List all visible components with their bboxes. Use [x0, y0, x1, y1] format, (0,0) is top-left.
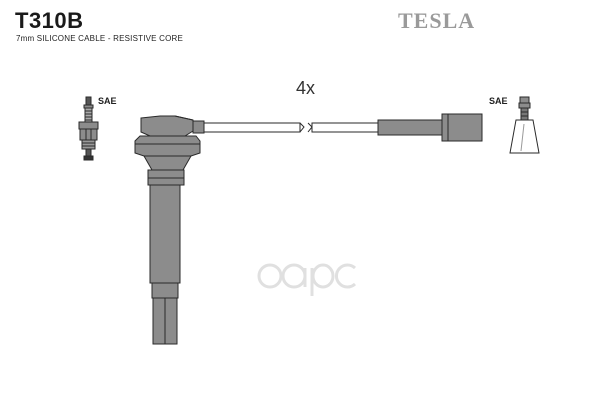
- spark-plug-icon: [78, 96, 99, 161]
- part-number: T310B: [15, 8, 84, 33]
- watermark-logo: [257, 263, 357, 296]
- cable-spec: 7mm SILICONE CABLE - RESISTIVE CORE: [16, 34, 184, 43]
- plug-boot-icon: [134, 115, 201, 345]
- sae-terminal-icon: [509, 96, 540, 154]
- brand-logo: TESLA: [398, 8, 476, 33]
- cable-icon: [192, 113, 483, 142]
- right-sae-label: SAE: [489, 96, 508, 106]
- quantity-label: 4x: [296, 78, 316, 98]
- left-sae-label: SAE: [98, 96, 117, 106]
